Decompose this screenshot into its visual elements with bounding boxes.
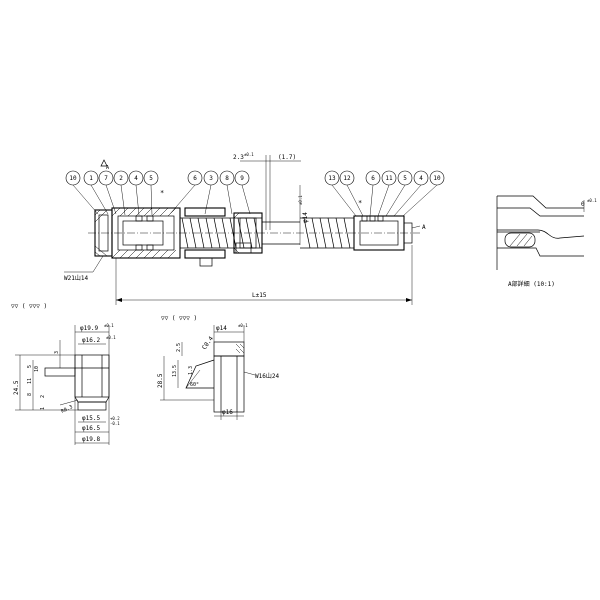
dim-tol-plus: +0.2: [110, 416, 120, 421]
dim-13-5: 13.5: [172, 365, 178, 377]
balloon: 3: [203, 170, 219, 186]
balloon-label: 6: [193, 175, 197, 182]
star-note: *: [160, 189, 164, 197]
balloon: 10: [65, 170, 81, 186]
dim-5: 5: [27, 365, 33, 368]
balloon-label: 7: [104, 175, 108, 182]
balloon: 4: [413, 170, 429, 186]
dim-phi15-5: φ15.5: [82, 415, 100, 422]
balloon: 6: [365, 170, 381, 186]
dim-11: 11: [27, 378, 33, 384]
dim-10: 10: [34, 366, 40, 372]
dim-phi14-tol: ±0.1: [238, 323, 248, 328]
balloon-label: 4: [419, 175, 423, 182]
detail-a-view: 0 ±0.1 A部詳細 (10:1): [496, 195, 597, 288]
dim-1-3: 1.3: [188, 366, 194, 375]
balloon-label: 4: [134, 175, 138, 182]
dim-8: 8: [27, 393, 33, 396]
dim-2-3-tol: ±0.1: [244, 152, 254, 157]
balloon-label: 10: [69, 175, 77, 182]
balloon-label: 10: [433, 175, 441, 182]
dim-phi16: φ16: [222, 409, 233, 416]
dim-angle-60: 60°: [190, 382, 199, 388]
balloon-label: 9: [240, 175, 244, 182]
balloon: 5: [143, 170, 159, 186]
balloon-label: 5: [403, 175, 407, 182]
dim-2-3: 2.3: [233, 154, 244, 161]
detail-a-dim-tol: ±0.1: [587, 198, 597, 203]
section-mark-label: A: [106, 165, 109, 171]
dim-phi16-2: φ16.2: [82, 337, 100, 344]
balloon: 6: [187, 170, 203, 186]
balloon-label: 2: [119, 175, 123, 182]
thread-spec-w16: W16山24: [255, 372, 279, 380]
dim-phi16-5: φ16.5: [82, 425, 100, 432]
detail-a-caption: A部詳細 (10:1): [508, 280, 555, 288]
dim-2-5: 2.5: [176, 343, 182, 352]
left-body-hatch: [111, 207, 177, 259]
corrugated-hose-right: [300, 217, 354, 249]
balloon: 9: [234, 170, 250, 186]
dim-2: 2: [40, 395, 46, 398]
balloon-label: 11: [385, 175, 393, 182]
right-part-drawing: ▽▽ ( ▽▽▽ ) φ14 ±0.1 C0.4 2.5 28.5 13.5 1…: [157, 315, 279, 420]
dim-r0-3: R0.3: [60, 404, 73, 415]
balloon-label: 3: [209, 175, 213, 182]
length-dimension: L±15: [252, 292, 267, 299]
dim-phi19-9-tol: ±0.1: [104, 323, 114, 328]
balloon-label: 6: [371, 175, 375, 182]
dim-phi16-2-tol: ±0.1: [106, 335, 116, 340]
dim-28-5: 28.5: [157, 373, 164, 388]
dim-phi14-hose: φ14: [302, 212, 309, 223]
balloon: 11: [381, 170, 397, 186]
left-thread-spec: W21山14: [64, 274, 88, 282]
detail-a-dim: 0: [581, 201, 585, 208]
balloon-label: 8: [225, 175, 229, 182]
dim-24-5: 24.5: [13, 380, 20, 395]
balloon: 7: [98, 170, 114, 186]
detail-ref-a: A: [422, 224, 426, 231]
balloons-left-group: 10 1 7 2 4 5 A *: [65, 159, 164, 216]
balloon: 8: [219, 170, 235, 186]
balloon: 2: [113, 170, 129, 186]
balloon: 4: [128, 170, 144, 186]
dim-phi14: φ14: [216, 325, 227, 332]
main-assembly: A W21山14 L±15: [64, 207, 426, 305]
balloon: 10: [429, 170, 445, 186]
balloon: 5: [397, 170, 413, 186]
dim-1: 1: [40, 407, 46, 410]
balloon-label: 12: [343, 175, 351, 182]
balloons-right-group: 13 12 6 11 5 4 10: [324, 170, 445, 217]
balloons-mid-group: 6 3 8 9: [169, 170, 251, 215]
balloon-label: 13: [328, 175, 336, 182]
left-nut-hatch: [94, 209, 108, 257]
dim-phi14-hose-tol: ±0.1: [298, 195, 303, 205]
balloon: 1: [83, 170, 99, 186]
left-finish-symbols: ▽▽ ( ▽▽▽ ): [11, 303, 47, 310]
balloon-label: 5: [149, 175, 153, 182]
right-finish-symbols: ▽▽ ( ▽▽▽ ): [161, 315, 197, 322]
dim-tol-minus: -0.1: [110, 421, 120, 426]
dim-phi19-8: φ19.8: [82, 436, 100, 443]
dim-phi19-9: φ19.9: [80, 325, 98, 332]
dim-c0-4: C0.4: [201, 335, 215, 351]
dim-1-7: (1.7): [278, 154, 296, 161]
balloon: 12: [339, 170, 355, 186]
top-dimension-group: 2.3 ±0.1 (1.7) φ14 ±0.1: [233, 152, 309, 245]
left-part-drawing: ▽▽ ( ▽▽▽ ) φ19.9 ±0.1 φ16.2 ±0.1 φ15.5 φ…: [11, 303, 120, 445]
balloon-label: 1: [89, 175, 93, 182]
balloon: 13: [324, 170, 340, 186]
dim-3: 3: [54, 351, 60, 354]
star-note-right: *: [358, 199, 362, 207]
